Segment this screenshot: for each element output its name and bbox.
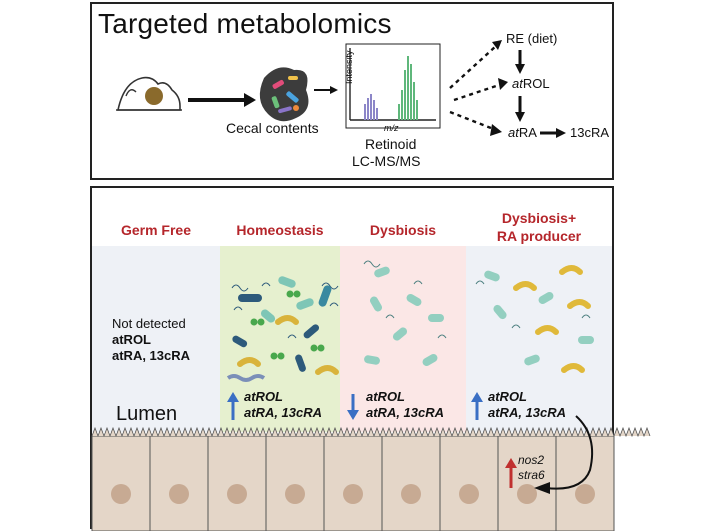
gene-nos2: nos2	[518, 453, 545, 467]
germfree-line-1: Not detected	[112, 316, 186, 331]
dysbiosis-line-1: atROL	[366, 389, 405, 404]
dysbiosis-bacteria	[363, 260, 447, 366]
dashed-arrows	[449, 45, 503, 132]
ra-producer-title-2: RA producer	[496, 228, 582, 244]
curved-arrow	[545, 415, 594, 490]
workflow-graphics	[116, 40, 566, 138]
method-line-2: LC-MS/MS	[352, 153, 421, 169]
cecal-contents-icon	[259, 67, 309, 122]
homeostasis-bacteria	[226, 276, 339, 382]
y-axis-label: Intensity	[344, 50, 354, 84]
germfree-line-2: atROL	[112, 332, 151, 347]
re-diet-label: RE (diet)	[506, 31, 558, 46]
germfree-line-3: atRA, 13cRA	[112, 348, 191, 363]
homeostasis-line-2: atRA, 13cRA	[244, 405, 323, 420]
homeostasis-line-1: atROL	[244, 389, 283, 404]
atra-label: atRA	[508, 125, 537, 140]
ra-producer-line-1: atROL	[488, 389, 527, 404]
germfree-zone	[92, 246, 220, 432]
atrol-label: atROL	[512, 76, 550, 91]
x-axis-label: m/z	[384, 123, 399, 133]
ra-producer-bacteria	[475, 265, 594, 373]
workflow-panel: Targeted metabolomics	[90, 2, 614, 180]
13cra-label: 13cRA	[570, 125, 610, 140]
down-arrow-dysbiosis	[347, 394, 359, 420]
method-line-1: Retinoid	[365, 136, 417, 152]
panel-title: Targeted metabolomics	[98, 8, 392, 39]
gene-stra6: stra6	[518, 468, 545, 482]
cecal-contents-label: Cecal contents	[226, 120, 319, 136]
germfree-title: Germ Free	[120, 222, 192, 238]
lumen-label: Lumen	[116, 403, 178, 425]
epithelium	[91, 426, 651, 531]
homeostasis-title: Homeostasis	[236, 222, 324, 238]
dysbiosis-zone	[340, 246, 466, 432]
red-up-arrow	[505, 458, 517, 488]
conditions-panel: Germ Free Homeostasis Dysbiosis Dysbiosi…	[90, 186, 651, 531]
up-arrow-ra-producer	[471, 392, 483, 420]
dysbiosis-line-2: atRA, 13cRA	[366, 405, 445, 420]
spectrum-plot	[345, 43, 441, 129]
ra-producer-title-1: Dysbiosis+	[501, 210, 577, 226]
ra-producer-line-2: atRA, 13cRA	[488, 405, 567, 420]
mouse-icon	[116, 76, 182, 111]
up-arrow-homeostasis	[227, 392, 239, 420]
dysbiosis-title: Dysbiosis	[369, 222, 437, 238]
bacteria-and-tissue	[91, 260, 651, 531]
